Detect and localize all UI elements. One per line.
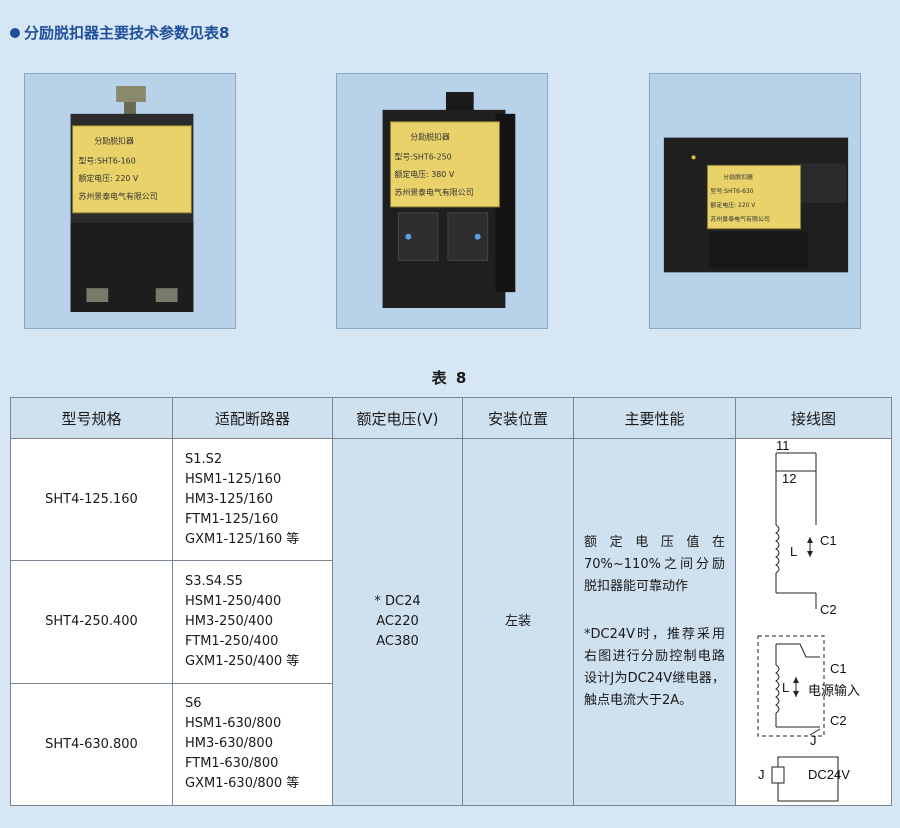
section-title: 分励脱扣器主要技术参数见表8 bbox=[10, 22, 229, 43]
product-photo-3: 分励脱扣器 型号:SHT6-630 额定电压: 220 V 苏州景泰电气有限公司 bbox=[649, 73, 861, 329]
voltage-line: AC380 bbox=[376, 634, 419, 649]
table-header-row: 型号规格 适配断路器 额定电压(V) 安装位置 主要性能 接线图 bbox=[10, 397, 892, 439]
wiring-label-c1: C1 bbox=[820, 533, 837, 548]
section-title-text: 分励脱扣器主要技术参数见表8 bbox=[24, 24, 230, 42]
photo-2-voltage: 额定电压: 380 V bbox=[394, 169, 454, 179]
breaker-line: S1.S2 bbox=[185, 451, 223, 467]
wiring-label-dc24v: DC24V bbox=[808, 767, 850, 782]
wiring-label-11: 11 bbox=[776, 439, 790, 453]
wiring-label-c2: C2 bbox=[820, 602, 837, 617]
wiring-label-power-input: 电源输入 bbox=[808, 683, 860, 698]
voltage-line: AC220 bbox=[376, 614, 419, 629]
breaker-line: S3.S4.S5 bbox=[185, 573, 243, 589]
wiring-label-c1-2: C1 bbox=[830, 661, 847, 676]
photo-1-title: 分励脱扣器 bbox=[94, 136, 134, 146]
performance-text-2: *DC24V时，推荐采用右图进行分励控制电路设计J为DC24V继电器，触点电流大… bbox=[584, 627, 725, 708]
voltage-line: * DC24 bbox=[374, 594, 421, 609]
row-2-breakers: S3.S4.S5 HSM1-250/400 HM3-250/400 FTM1-2… bbox=[172, 560, 333, 684]
wiring-label-j: J bbox=[810, 733, 817, 748]
wiring-label-12: 12 bbox=[782, 471, 796, 486]
header-position: 安装位置 bbox=[462, 397, 574, 439]
photo-3-maker: 苏州景泰电气有限公司 bbox=[710, 215, 769, 223]
row-3-model: SHT4-630.800 bbox=[10, 682, 173, 807]
wiring-label-l: L bbox=[790, 544, 797, 559]
row-1-breakers: S1.S2 HSM1-125/160 HM3-125/160 FTM1-125/… bbox=[172, 437, 333, 562]
photo-2-maker: 苏州景泰电气有限公司 bbox=[394, 187, 473, 197]
bullet-icon bbox=[10, 27, 20, 38]
breaker-line: GXM1-250/400 等 bbox=[185, 653, 300, 669]
breaker-line: HM3-250/400 bbox=[185, 613, 273, 629]
table-row: SHT4-630.800 S6 HSM1-630/800 HM3-630/800… bbox=[10, 682, 892, 807]
header-breaker: 适配断路器 bbox=[172, 397, 333, 439]
wiring-label-c2-2: C2 bbox=[830, 713, 847, 728]
row-2-model: SHT4-250.400 bbox=[10, 560, 173, 684]
header-performance: 主要性能 bbox=[573, 397, 736, 439]
product-photo-1: 分励脱扣器 型号:SHT6-160 额定电压: 220 V 苏州景泰电气有限公司 bbox=[24, 73, 236, 329]
photo-1-voltage: 额定电压: 220 V bbox=[78, 173, 138, 183]
product-photo-2: 分励脱扣器 型号:SHT6-250 额定电压: 380 V 苏州景泰电气有限公司 bbox=[336, 73, 548, 329]
photo-1-maker: 苏州景泰电气有限公司 bbox=[78, 191, 157, 201]
row-3-breakers: S6 HSM1-630/800 HM3-630/800 FTM1-630/800… bbox=[172, 682, 333, 807]
row-1-model: SHT4-125.160 bbox=[10, 437, 173, 562]
performance-text-1: 额定电压值在70%~110%之间分励脱扣器能可靠动作 bbox=[584, 535, 725, 594]
header-voltage: 额定电压(V) bbox=[332, 397, 463, 439]
breaker-line: HSM1-630/800 bbox=[185, 716, 282, 732]
breaker-line: S6 bbox=[185, 696, 202, 712]
spec-table: 型号规格 适配断路器 额定电压(V) 安装位置 主要性能 接线图 SHT4-12… bbox=[10, 397, 892, 807]
breaker-line: GXM1-630/800 等 bbox=[185, 776, 300, 792]
performance-cell: 额定电压值在70%~110%之间分励脱扣器能可靠动作 *DC24V时，推荐采用右… bbox=[573, 438, 736, 806]
photo-3-voltage: 额定电压: 220 V bbox=[710, 201, 756, 209]
table-caption: 表 8 bbox=[431, 369, 469, 387]
breaker-line: FTM1-250/400 bbox=[185, 633, 279, 649]
breaker-line: HM3-630/800 bbox=[185, 736, 273, 752]
breaker-line: HSM1-250/400 bbox=[185, 593, 282, 609]
breaker-line: FTM1-630/800 bbox=[185, 756, 279, 772]
breaker-line: GXM1-125/160 等 bbox=[185, 531, 300, 547]
wiring-label-j-2: J bbox=[758, 767, 765, 782]
wiring-diagram: 11 12 C1 L C2 C1 L 电源输入 C2 J J DC24V bbox=[757, 439, 860, 802]
table-row: SHT4-125.160 S1.S2 HSM1-125/160 HM3-125/… bbox=[10, 437, 892, 806]
photo-2-title: 分励脱扣器 bbox=[410, 132, 450, 142]
header-wiring: 接线图 bbox=[735, 397, 892, 439]
breaker-line: FTM1-125/160 bbox=[185, 511, 279, 527]
header-model: 型号规格 bbox=[10, 397, 173, 439]
breaker-line: HM3-125/160 bbox=[185, 491, 273, 507]
breaker-line: HSM1-125/160 bbox=[185, 471, 282, 487]
photo-3-model: 型号:SHT6-630 bbox=[710, 187, 753, 195]
voltage-cell: * DC24 AC220 AC380 bbox=[332, 438, 463, 806]
wiring-diagram-cell: 11 12 C1 L C2 C1 L 电源输入 C2 J J DC24V bbox=[735, 438, 892, 806]
photo-1-model: 型号:SHT6-160 bbox=[78, 156, 135, 165]
photo-2-model: 型号:SHT6-250 bbox=[394, 152, 451, 161]
wiring-label-l-2: L bbox=[782, 680, 789, 695]
photo-3-title: 分励脱扣器 bbox=[723, 173, 753, 181]
table-row: SHT4-250.400 S3.S4.S5 HSM1-250/400 HM3-2… bbox=[10, 560, 892, 684]
position-cell: 左装 bbox=[462, 438, 574, 806]
